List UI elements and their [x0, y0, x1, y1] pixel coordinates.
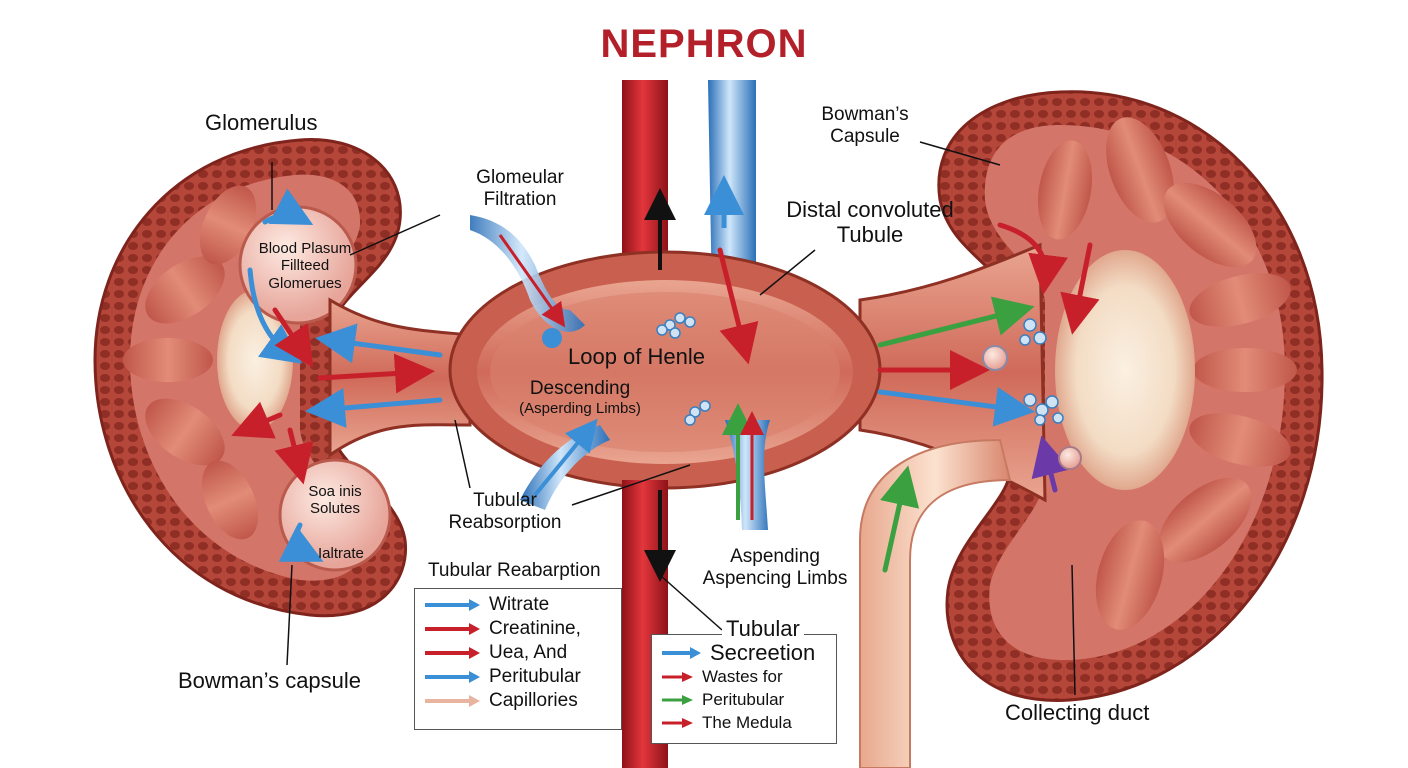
- diagram-title: NEPHRON: [600, 22, 808, 66]
- flow-arrow-icon: [425, 671, 480, 683]
- filtrate-bubbles: [656, 312, 1064, 426]
- legend-item: The Medula: [652, 711, 836, 734]
- label-descending: Descending (Asperding Limbs): [519, 378, 641, 417]
- filtration-vessel: [470, 215, 585, 348]
- legend-item: Wastes for: [652, 665, 836, 688]
- label-aspending: Aspending Aspencing Limbs: [702, 546, 848, 589]
- legend-left: Witrate Creatinine, Uea, And Peritubular…: [414, 588, 622, 730]
- flow-arrow-icon: [662, 717, 693, 728]
- legend-item: Peritubular: [415, 665, 621, 689]
- label-glomerulus: Glomerulus: [205, 110, 318, 135]
- label-collecting-duct: Collecting duct: [1005, 700, 1150, 725]
- legend-item: Peritubular: [652, 688, 836, 711]
- flow-arrow-icon: [662, 647, 701, 659]
- flow-arrow-icon: [425, 647, 480, 659]
- legend-right: Tubular Secreetion Wastes for Peritubula…: [651, 616, 837, 744]
- legend-item: Witrate: [415, 593, 621, 617]
- solute-ball: [982, 345, 1008, 371]
- leader-lines: [271, 141, 1076, 696]
- loop-of-henle-body: [448, 250, 882, 490]
- descending-limb-vessel: [520, 418, 610, 510]
- solute-ball: [1058, 446, 1082, 470]
- flow-arrow-icon: [662, 694, 693, 705]
- label-glomerular-filtration: Glomeular Filtration: [476, 167, 564, 210]
- label-tubular-reabsorption: Tubular Reabsorption: [448, 490, 562, 533]
- legend-item: Creatinine,: [415, 617, 621, 641]
- label-bowmans-capsule-bottom: Bowman’s capsule: [178, 668, 362, 693]
- legend-item: Uea, And: [415, 641, 621, 665]
- label-loop-of-henle: Loop of Henle: [568, 344, 705, 369]
- legend-right-header: Tubular: [722, 616, 804, 642]
- legend-header-row: Secreetion: [652, 640, 836, 665]
- label-distal-tubule: Distal convoluted Tubule: [786, 197, 954, 248]
- label-blood-plasma: Blood Plasum Fillteed Glomerues: [258, 240, 352, 292]
- legend-item: Capillories: [415, 689, 621, 713]
- label-bowmans-capsule-top: Bowman’s Capsule: [821, 104, 909, 147]
- flow-arrow-icon: [662, 671, 693, 682]
- label-filtrate: Ialtrate: [318, 545, 364, 562]
- left-kidney-pyramids: [123, 185, 293, 540]
- flow-arrow-icon: [425, 599, 480, 611]
- ascending-limb-vessel: [722, 403, 770, 530]
- label-solutes: Soa inis Solutes: [308, 483, 362, 518]
- flow-arrows: [231, 188, 1100, 573]
- label-tubular-reabarption: Tubular Reabarption: [428, 560, 601, 581]
- flow-arrow-icon: [425, 695, 480, 707]
- flow-arrow-icon: [425, 623, 480, 635]
